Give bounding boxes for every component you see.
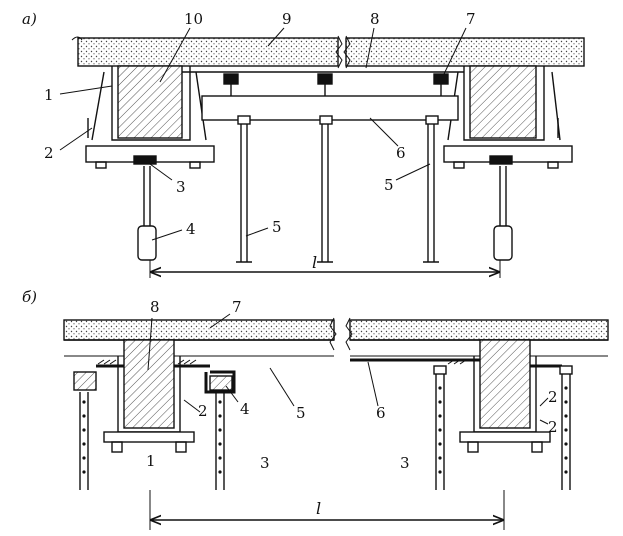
callout-b-7: 7 xyxy=(232,298,242,316)
span-label-b: l xyxy=(316,499,321,518)
callout-b-4: 4 xyxy=(240,400,250,418)
clamp-4 xyxy=(204,370,236,394)
callout-a-5: 5 xyxy=(272,218,282,236)
props-b xyxy=(79,365,573,490)
panel-b-label: б) xyxy=(22,288,37,306)
callout-b-1: 1 xyxy=(146,452,156,470)
callout-b-3: 3 xyxy=(260,454,270,472)
callout-b-3b: 3 xyxy=(400,454,410,472)
callout-a-1: 1 xyxy=(44,86,54,104)
panel-a-label: а) xyxy=(22,10,37,28)
panel-b xyxy=(63,313,609,530)
rib-right xyxy=(469,65,537,139)
callout-a-7: 7 xyxy=(466,10,476,28)
callout-b-2c: 2 xyxy=(548,418,558,436)
panel-b-callouts: 1 2 2 2 3 3 4 5 6 7 8 l xyxy=(146,298,558,518)
slab-b-left xyxy=(63,319,335,341)
callout-a-6: 6 xyxy=(396,144,406,162)
callout-b-2b: 2 xyxy=(548,388,558,406)
panel-a-callouts: 1 2 3 4 5 5 6 7 8 9 10 l xyxy=(44,10,476,272)
callout-b-6: 6 xyxy=(376,404,386,422)
span-label-a: l xyxy=(312,253,317,272)
jack-right xyxy=(493,225,513,261)
callout-a-3: 3 xyxy=(176,178,186,196)
jack-left xyxy=(137,225,157,261)
callout-b-5: 5 xyxy=(296,404,306,422)
rib-b-right xyxy=(479,339,531,429)
callout-b-8: 8 xyxy=(150,298,160,316)
slab-a-left xyxy=(77,37,339,67)
panel-a xyxy=(59,27,585,278)
callout-a-4: 4 xyxy=(186,220,196,238)
callout-a-8: 8 xyxy=(370,10,380,28)
callout-a-9: 9 xyxy=(282,10,292,28)
break-mark-a xyxy=(335,35,351,69)
callout-a-5b: 5 xyxy=(384,176,394,194)
slab-a-right xyxy=(345,37,585,67)
callout-b-2: 2 xyxy=(198,402,208,420)
callout-a-2: 2 xyxy=(44,144,54,162)
callout-a-10: 10 xyxy=(184,10,203,28)
slab-b-right xyxy=(349,319,609,341)
screw-jacks xyxy=(223,73,449,96)
rib-left xyxy=(117,65,183,139)
